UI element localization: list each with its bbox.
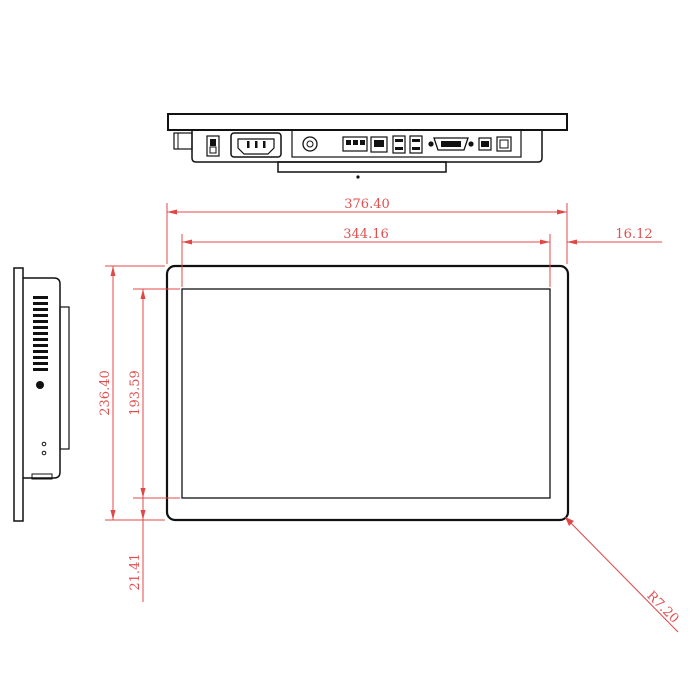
side-view-led-icon: [41, 441, 47, 447]
io-plate: [291, 129, 522, 158]
bottom-margin-label: 21.41: [128, 553, 143, 590]
terminal-block-icon: [342, 136, 368, 152]
power-switch-icon: [206, 135, 220, 157]
side-view: [13, 267, 70, 522]
active-height-label: 193.59: [128, 370, 143, 416]
dc-jack-icon: [478, 136, 512, 152]
side-view-mount-plate: [59, 306, 70, 450]
round-port-icon: [302, 136, 318, 152]
top-view: [167, 113, 568, 179]
corner-radius-label: R7.20: [643, 589, 681, 627]
dimension-labels: 376.40 344.16 16.12 236.40 193.59 21.41 …: [98, 197, 681, 627]
active-area: [181, 288, 551, 499]
overall-height-label: 236.40: [98, 370, 113, 416]
side-view-button-icon: [36, 381, 44, 389]
dimension-lines: [105, 203, 679, 633]
serial-port-icon: [428, 137, 474, 151]
top-view-screw: [356, 175, 360, 179]
top-view-side-nub: [173, 132, 193, 150]
power-inlet-icon: [230, 132, 282, 158]
front-bezel: [165, 264, 570, 522]
lan-port-icon: [370, 136, 388, 153]
side-margin-label: 16.12: [615, 227, 652, 242]
overall-width-label: 376.40: [344, 197, 390, 212]
side-view-bezel: [13, 267, 24, 522]
usb-port-icon: [392, 135, 423, 154]
active-width-label: 344.16: [343, 227, 389, 242]
side-view-led-icon: [41, 450, 47, 456]
side-view-foot: [31, 473, 53, 480]
top-view-bezel: [167, 113, 568, 131]
front-view: [165, 264, 570, 522]
top-view-stand: [277, 161, 447, 173]
vent-slots: [33, 296, 48, 371]
